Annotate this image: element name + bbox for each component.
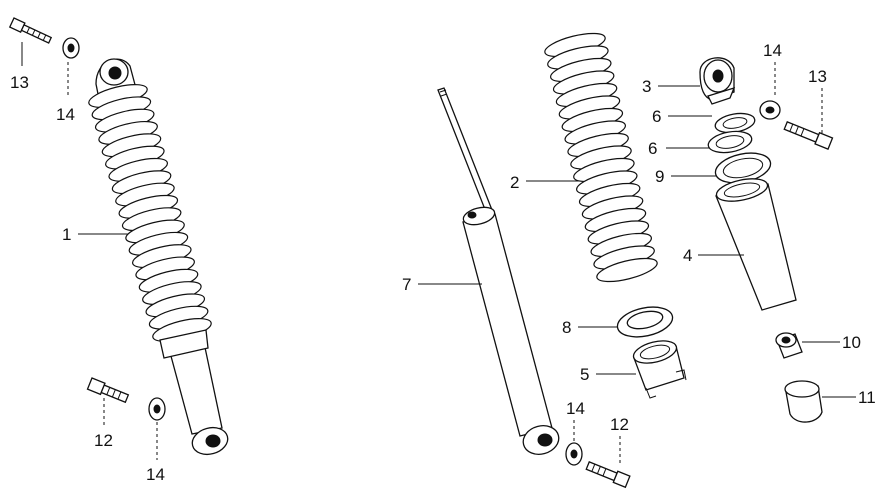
bolt-bottom-right: [585, 461, 631, 489]
callout-7: 7: [402, 275, 411, 294]
callout-10: 10: [842, 333, 861, 352]
cover-tube-4: [715, 178, 797, 311]
rubber-bush-11: [784, 380, 823, 423]
callout-12-left: 12: [94, 431, 113, 450]
washer-top-right: [759, 100, 781, 120]
callout-13-right: 13: [808, 67, 827, 86]
callout-2: 2: [510, 173, 519, 192]
callout-5: 5: [580, 365, 589, 384]
leader-lines: [21, 42, 856, 466]
callout-6-upper: 6: [652, 107, 661, 126]
callout-6-lower: 6: [648, 139, 657, 158]
damper-unit: [437, 87, 560, 455]
spring-seat-8: [616, 306, 674, 338]
callout-12-right: 12: [610, 415, 629, 434]
washer-top-left: [62, 37, 80, 59]
washer-bottom-right: [565, 442, 583, 466]
bolt-bottom-left: [86, 377, 130, 404]
main-shock-spring: [88, 84, 212, 342]
callout-1: 1: [62, 225, 71, 244]
spring-coil: [596, 257, 658, 283]
callout-14-top-right: 14: [763, 41, 782, 60]
upper-mount-3: [699, 57, 736, 105]
bolt-top-right: [783, 121, 834, 150]
bush-10: [775, 332, 803, 359]
callout-3: 3: [642, 77, 651, 96]
callout-13-top-left: 13: [10, 73, 29, 92]
collar-6-lower: [707, 130, 753, 154]
callout-9: 9: [655, 167, 664, 186]
callout-4: 4: [683, 246, 692, 265]
spring-adjuster-5: [632, 340, 687, 399]
shock-absorber-assembly: [88, 58, 229, 456]
callout-14-bottom-left: 14: [146, 465, 165, 484]
washer-bottom-left: [148, 397, 166, 421]
callout-14-top-left: 14: [56, 105, 75, 124]
callout-labels: 13 14 1 12 14 7 2 8 5 14 12 3 6 6 9 4 14…: [10, 41, 876, 484]
callout-11: 11: [858, 388, 876, 407]
bolt-top-left: [8, 17, 53, 44]
loose-spring: [544, 32, 658, 283]
callout-14-bottom-right: 14: [566, 399, 585, 418]
callout-8: 8: [562, 318, 571, 337]
